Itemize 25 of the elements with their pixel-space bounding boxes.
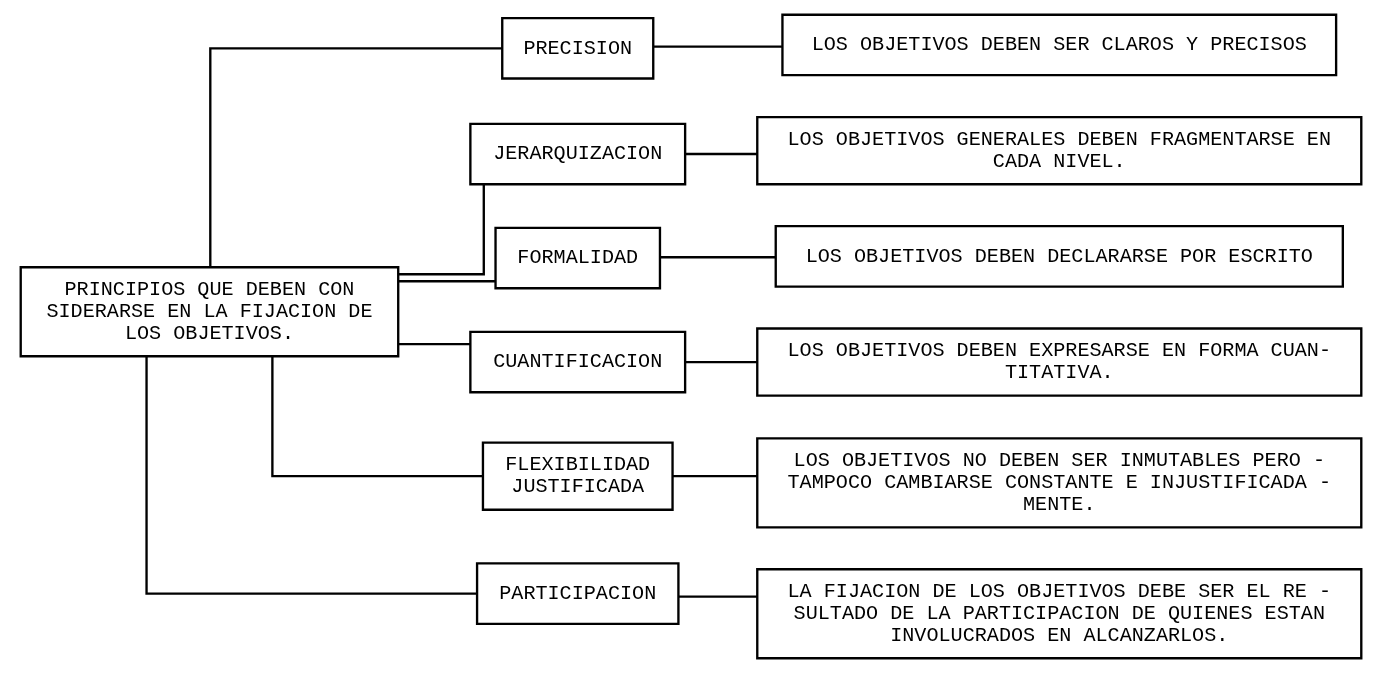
node-box: LOS OBJETIVOS GENERALES DEBEN FRAGMENTARSE EN CADA NIVEL. bbox=[755, 115, 1362, 186]
node-box: LOS OBJETIVOS DEBEN DECLARARSE POR ESCRITO bbox=[774, 225, 1344, 288]
connector bbox=[653, 45, 782, 48]
connector bbox=[208, 47, 502, 268]
connector bbox=[398, 184, 485, 276]
connector bbox=[678, 595, 757, 598]
connector bbox=[659, 256, 775, 259]
node-box: FLEXIBILIDAD JUSTIFICADA bbox=[481, 441, 674, 511]
connector bbox=[684, 152, 757, 156]
connector bbox=[397, 342, 470, 346]
connector bbox=[397, 280, 495, 283]
node-box: PARTICIPACION bbox=[475, 562, 680, 625]
node-box: FORMALIDAD bbox=[493, 226, 661, 290]
node-box: LOS OBJETIVOS NO DEBEN SER INMUTABLES PERO - TAMPOCO CAMBIARSE CONSTANTE E INJUSTIFICADA - MENTE. bbox=[755, 437, 1362, 529]
node-box: PRECISION bbox=[500, 16, 654, 80]
node-box: PRINCIPIOS QUE DEBEN CON SIDERARSE EN LA FIJACION DE LOS OBJETIVOS. bbox=[19, 266, 399, 358]
connector bbox=[144, 356, 477, 595]
connector bbox=[270, 356, 483, 478]
node-box: LOS OBJETIVOS DEBEN EXPRESARSE EN FORMA CUAN- TITATIVA. bbox=[755, 327, 1362, 397]
connector bbox=[672, 475, 757, 478]
node-box: JERARQUIZACION bbox=[468, 122, 686, 186]
node-box: CUANTIFICACION bbox=[468, 330, 686, 394]
node-box: LOS OBJETIVOS DEBEN SER CLAROS Y PRECISOS bbox=[780, 13, 1337, 77]
connector bbox=[684, 360, 757, 364]
node-box: LA FIJACION DE LOS OBJETIVOS DEBE SER EL RE - SULTADO DE LA PARTICIPACION DE QUIENES ESTAN INVOLUCRADOS EN ALCANZARLOS. bbox=[755, 568, 1362, 660]
